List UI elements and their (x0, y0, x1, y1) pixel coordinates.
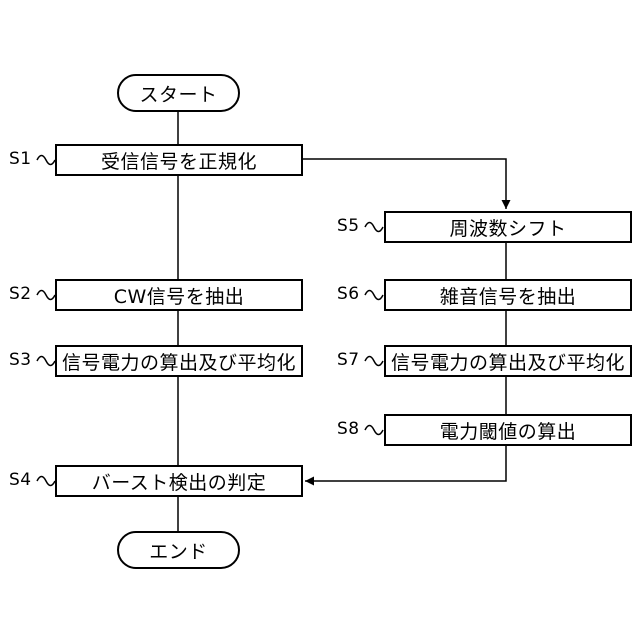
step-s2-box: CW信号を抽出 (55, 279, 303, 311)
end-terminal: エンド (117, 531, 240, 569)
start-terminal: スタート (117, 74, 240, 112)
step-label-s4: S4 (9, 470, 32, 490)
step-s7-box: 信号電力の算出及び平均化 (384, 345, 632, 377)
leader-s4 (37, 477, 55, 486)
step-s8-text: 電力閾値の算出 (440, 417, 577, 444)
step-label-s1: S1 (9, 149, 32, 169)
leader-s8 (365, 426, 383, 435)
step-label-s6: S6 (337, 284, 360, 304)
step-s6-box: 雑音信号を抽出 (384, 279, 632, 311)
step-s4-text: バースト検出の判定 (92, 468, 267, 495)
step-label-s8: S8 (337, 419, 360, 439)
start-terminal-label: スタート (139, 80, 217, 107)
step-s4-box: バースト検出の判定 (55, 465, 303, 497)
step-s6-text: 雑音信号を抽出 (440, 282, 577, 309)
step-label-s3: S3 (9, 350, 32, 370)
step-s5-box: 周波数シフト (384, 211, 632, 243)
step-s2-text: CW信号を抽出 (114, 282, 245, 309)
step-s1-text: 受信信号を正規化 (101, 147, 257, 174)
leader-s1 (37, 156, 55, 165)
connector-s8-s4 (305, 446, 506, 481)
step-s1-box: 受信信号を正規化 (55, 144, 303, 176)
leader-s2 (37, 291, 55, 300)
leader-s6 (365, 291, 383, 300)
end-terminal-label: エンド (149, 537, 208, 564)
step-s8-box: 電力閾値の算出 (384, 414, 632, 446)
step-s3-text: 信号電力の算出及び平均化 (62, 348, 296, 375)
leader-s3 (37, 357, 55, 366)
step-label-s2: S2 (9, 284, 32, 304)
step-s5-text: 周波数シフト (449, 214, 566, 241)
step-label-s5: S5 (337, 216, 360, 236)
step-s3-box: 信号電力の算出及び平均化 (55, 345, 303, 377)
leader-s7 (365, 357, 383, 366)
connector-s1-s5 (303, 159, 506, 209)
step-label-s7: S7 (337, 350, 360, 370)
leader-s5 (365, 223, 383, 232)
step-s7-text: 信号電力の算出及び平均化 (391, 348, 625, 375)
